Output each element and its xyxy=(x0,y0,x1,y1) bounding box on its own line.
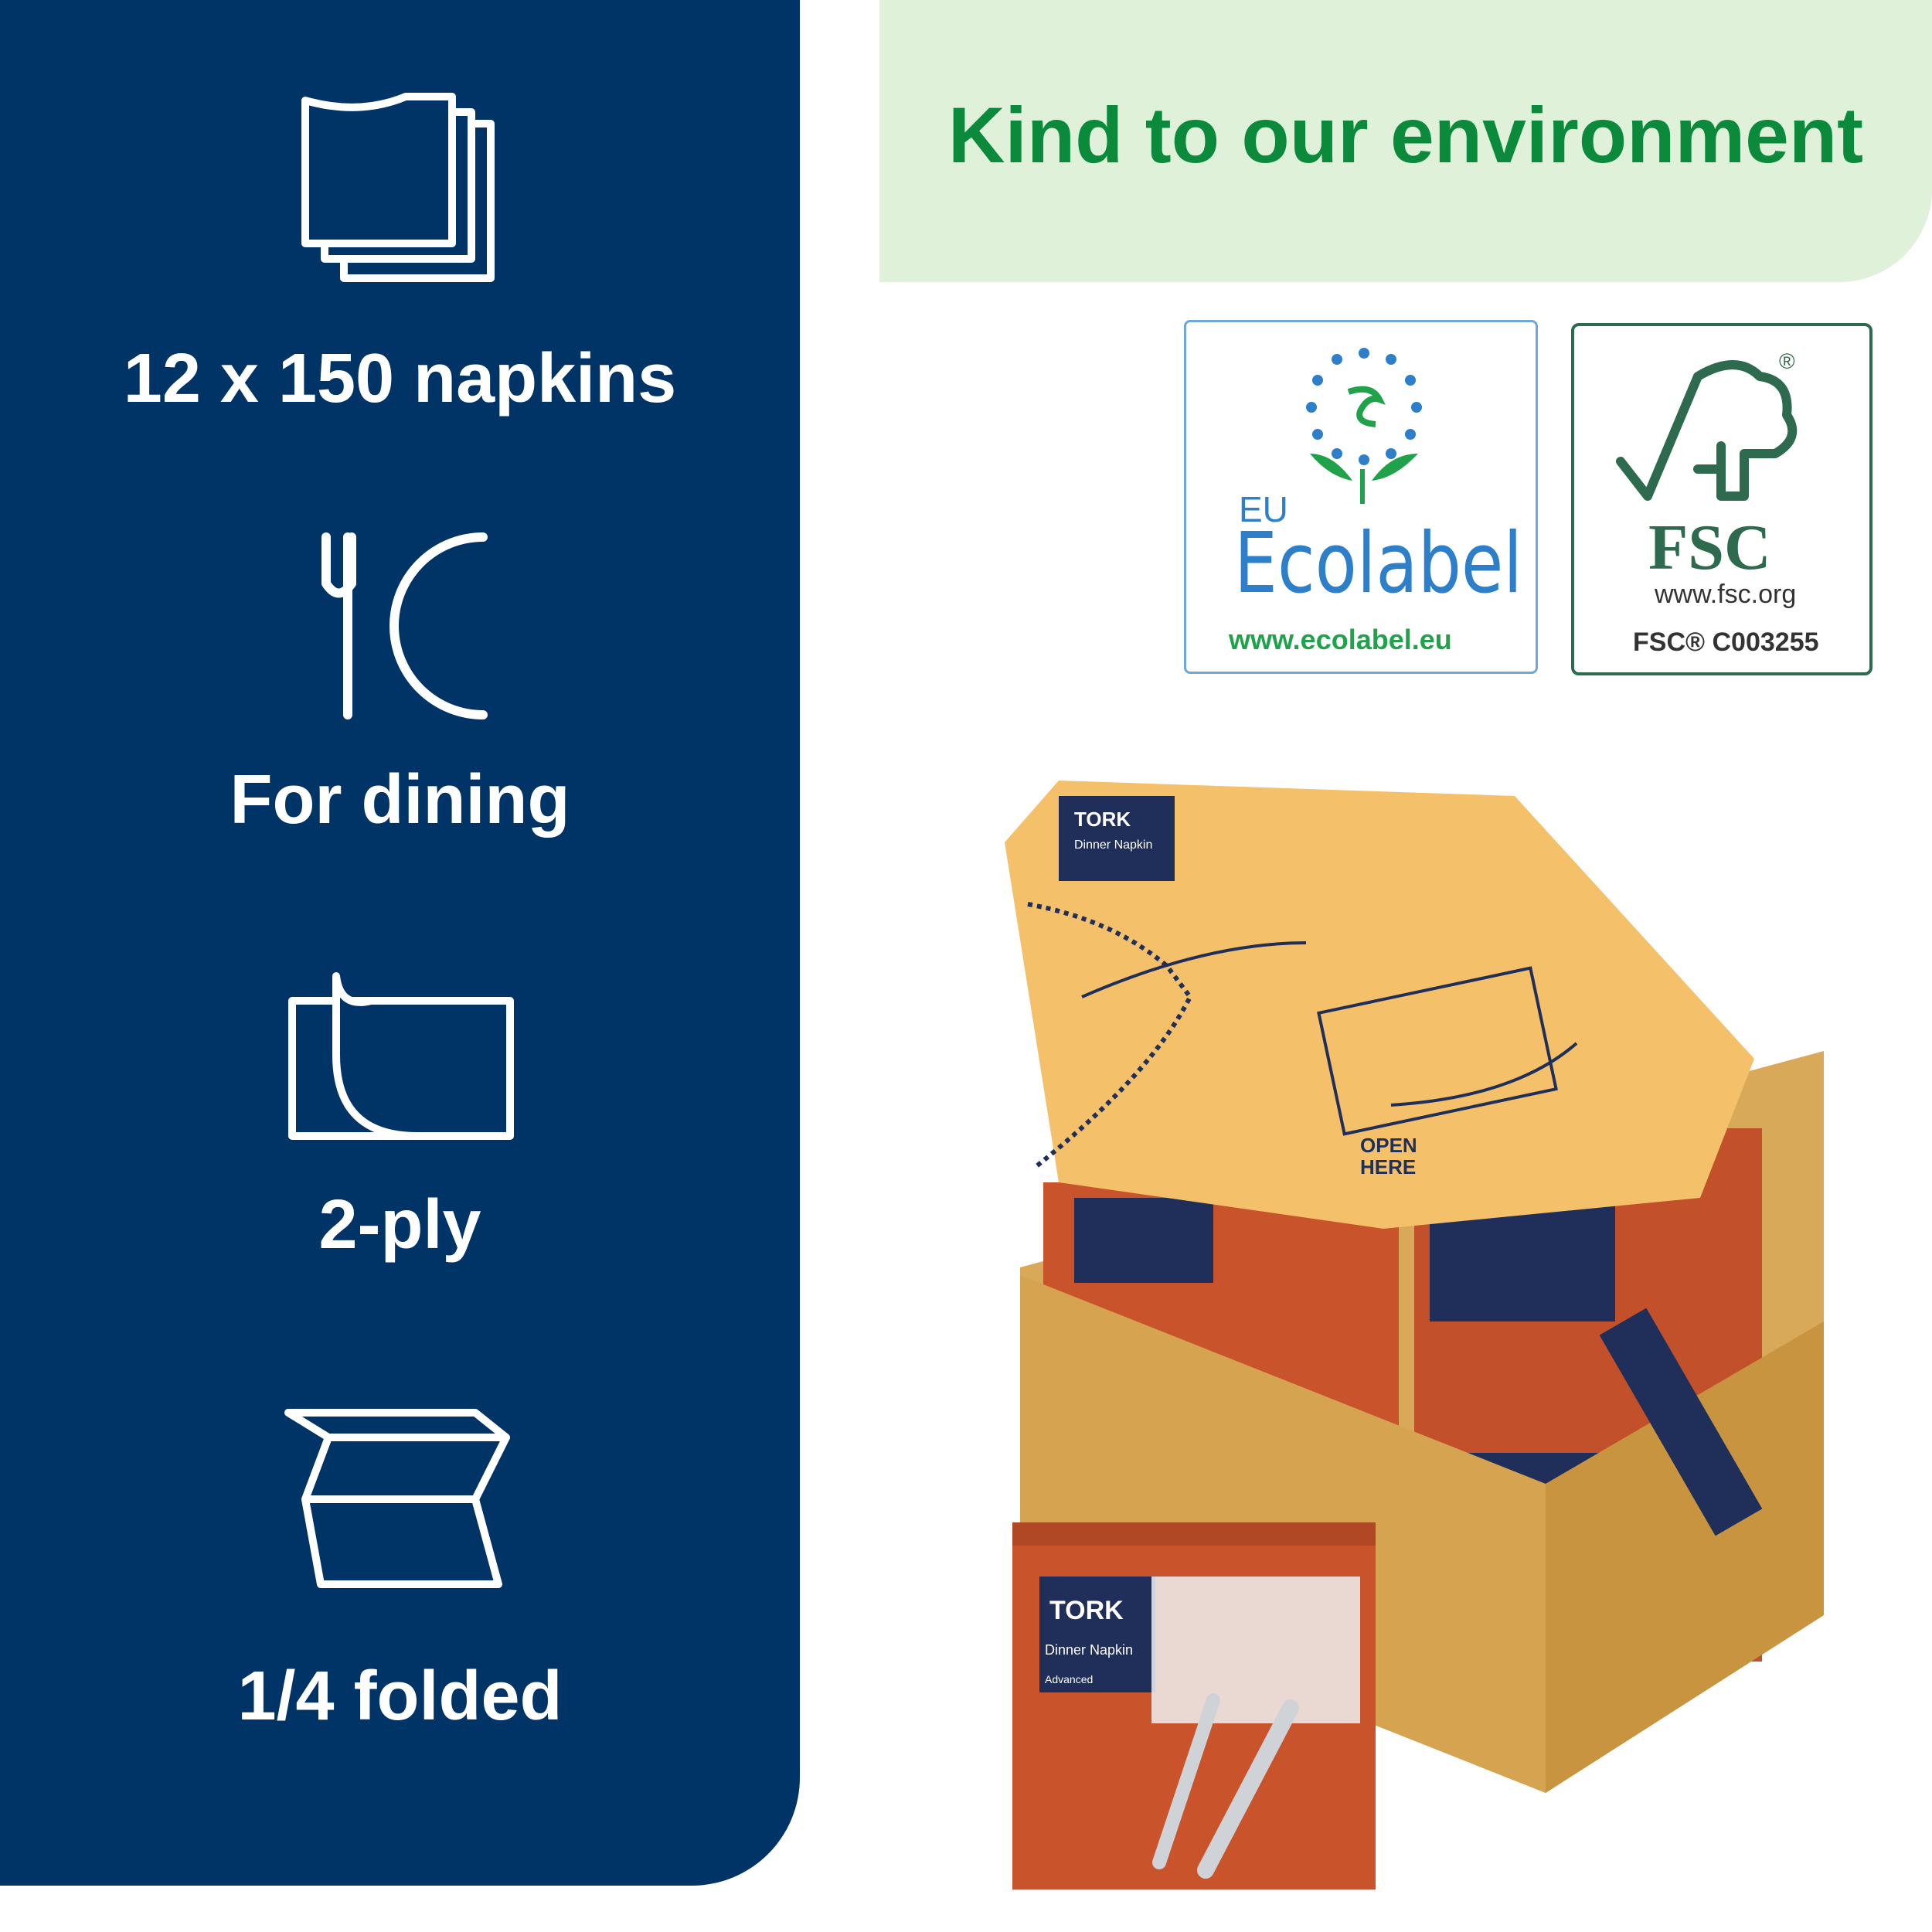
fsc-name: FSC xyxy=(1648,512,1771,583)
fork-plate-icon xyxy=(321,532,488,719)
feature-label-dining: For dining xyxy=(230,761,570,838)
environment-title: Kind to our environment xyxy=(947,91,1864,179)
eu-ecolabel-logo: EU Ecolabel www.ecolabel.eu xyxy=(1184,320,1538,674)
napkin-stack-icon xyxy=(301,93,495,282)
feature-label-ply: 2-ply xyxy=(318,1186,481,1264)
open-here-label: OPEN HERE xyxy=(1360,1134,1417,1179)
feature-label-folded: 1/4 folded xyxy=(237,1658,563,1735)
feature-label-napkins: 12 x 150 napkins xyxy=(123,340,677,417)
two-ply-icon xyxy=(288,972,514,1140)
fsc-registered: ® xyxy=(1779,349,1795,373)
ecolabel-name: Ecolabel xyxy=(1234,515,1523,612)
pack-tier-label: Advanced xyxy=(1045,1673,1094,1685)
product-box-illustration xyxy=(1005,781,1824,1889)
quarter-fold-icon xyxy=(284,1409,510,1588)
fsc-url: www.fsc.org xyxy=(1655,580,1797,609)
features-panel: 12 x 150 napkins For dining 2-ply 1/4 fo… xyxy=(0,0,800,1886)
fsc-logo: ® FSC www.fsc.org FSC® C003255 xyxy=(1571,323,1872,675)
environment-banner: Kind to our environment xyxy=(879,0,1932,282)
pack-brand-label: TORK xyxy=(1049,1596,1124,1625)
fsc-tree-check-icon xyxy=(1616,360,1798,501)
lid-product-name: Dinner Napkin xyxy=(1074,838,1153,852)
fsc-code: FSC® C003255 xyxy=(1633,628,1819,657)
ecolabel-url: www.ecolabel.eu xyxy=(1229,624,1452,655)
lid-brand-label: TORK xyxy=(1074,808,1131,831)
product-image: TORK Dinner Napkin OPEN HERE TORK Dinner… xyxy=(958,765,1855,1909)
ecolabel-eu-text: EU xyxy=(1239,489,1288,529)
eu-star-flower-icon xyxy=(1306,348,1422,504)
pack-product-name: Dinner Napkin xyxy=(1045,1642,1134,1658)
